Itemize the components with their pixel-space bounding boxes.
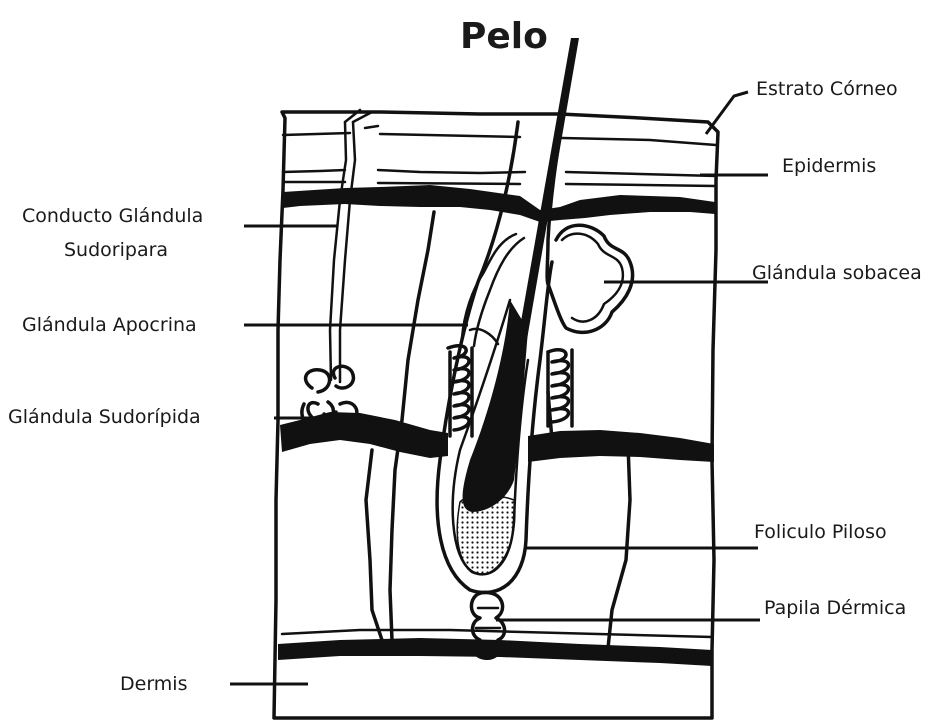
label-papila-dermica: Papila Dérmica [764,597,906,619]
label-foliculo-piloso: Foliculo Piloso [754,521,887,543]
label-glandula-apocrina: Glándula Apocrina [22,314,197,336]
label-dermis: Dermis [120,673,187,695]
label-glandula-sudoripida: Glándula Sudorípida [8,406,201,428]
sebaceous-gland [548,225,633,332]
sweat-duct [330,110,378,382]
label-estrato-corneo: Estrato Córneo [756,78,898,100]
label-glandula-sebacea: Glándula sobacea [752,262,922,284]
label-conducto-line2: Sudoripara [64,239,168,261]
diagram-title: Pelo [460,16,548,57]
label-epidermis: Epidermis [782,155,876,177]
label-conducto-line1: Conducto Glándula [22,205,203,227]
